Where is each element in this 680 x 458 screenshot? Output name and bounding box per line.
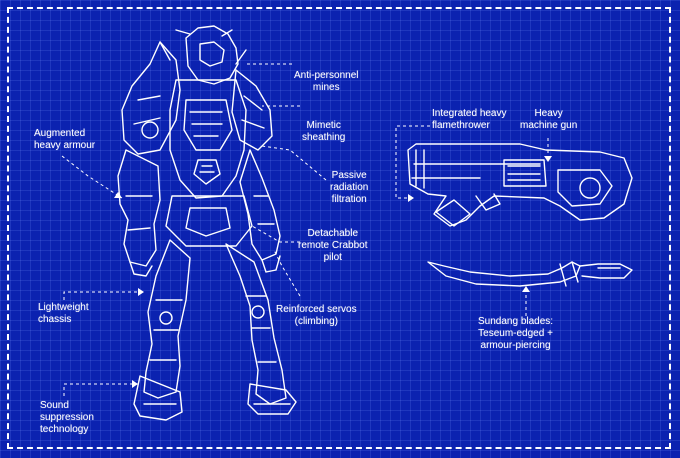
sundang-blade-illustration (427, 261, 633, 287)
label-detachable-remote-crabbot-pilot: Detachable remote Crabbot pilot (298, 228, 368, 263)
dashed-border (7, 7, 671, 449)
label-integrated-heavy-flamethrower: Integrated heavy flamethrower (432, 108, 507, 131)
label-anti-personnel-mines: Anti-personnel mines (294, 70, 359, 93)
label-augmented-heavy-armour: Augmented heavy armour (34, 128, 96, 151)
label-sound-suppression-technology: Sound suppression technology (40, 400, 94, 435)
weapon-illustration (407, 143, 633, 227)
mech-suit-figure (117, 25, 297, 421)
label-heavy-machine-gun: Heavy machine gun (520, 108, 578, 131)
label-sundang-blades: Sundang blades: Teseum-edged + armour-pi… (478, 316, 554, 351)
label-mimetic-sheathing: Mimetic sheathing (302, 120, 346, 143)
label-lightweight-chassis: Lightweight chassis (38, 302, 89, 325)
label-reinforced-servos: Reinforced servos (climbing) (276, 304, 357, 327)
label-passive-radiation-filtration: Passive radiation filtration (330, 170, 369, 205)
